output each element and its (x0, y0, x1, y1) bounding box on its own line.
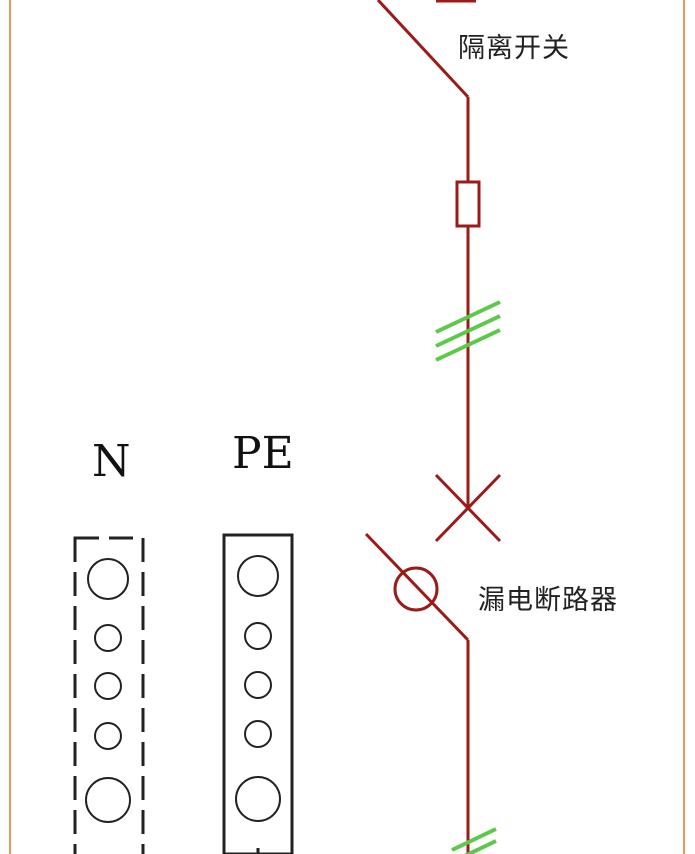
three-phase-mark-upper (435, 300, 501, 362)
pe-terminal-1 (244, 622, 272, 650)
rcd-residual-circle (393, 566, 439, 612)
n-terminal-1 (94, 624, 122, 652)
pe-terminal-2 (244, 671, 272, 699)
pe-busbar (222, 533, 294, 854)
n-bar-label: N (92, 436, 131, 487)
isolating-switch-blade (376, 0, 470, 99)
pe-terminal-large-bottom (235, 776, 281, 822)
n-busbar (73, 536, 145, 854)
pe-terminal-large-top (237, 555, 279, 597)
n-terminal-large-top (87, 558, 129, 600)
breaker-contact-x (434, 473, 502, 543)
n-terminal-3 (94, 722, 122, 750)
fuse-symbol (455, 180, 481, 228)
n-terminal-large-bottom (85, 777, 131, 823)
three-phase-mark-lower (451, 827, 497, 854)
rcd-breaker-label: 漏电断路器 (478, 585, 618, 616)
isolating-switch-label: 隔离开关 (458, 33, 570, 64)
pe-bar-label: PE (232, 428, 294, 479)
n-terminal-2 (94, 672, 122, 700)
pe-terminal-3 (244, 720, 272, 748)
rcd-breaker-blade (364, 532, 470, 642)
